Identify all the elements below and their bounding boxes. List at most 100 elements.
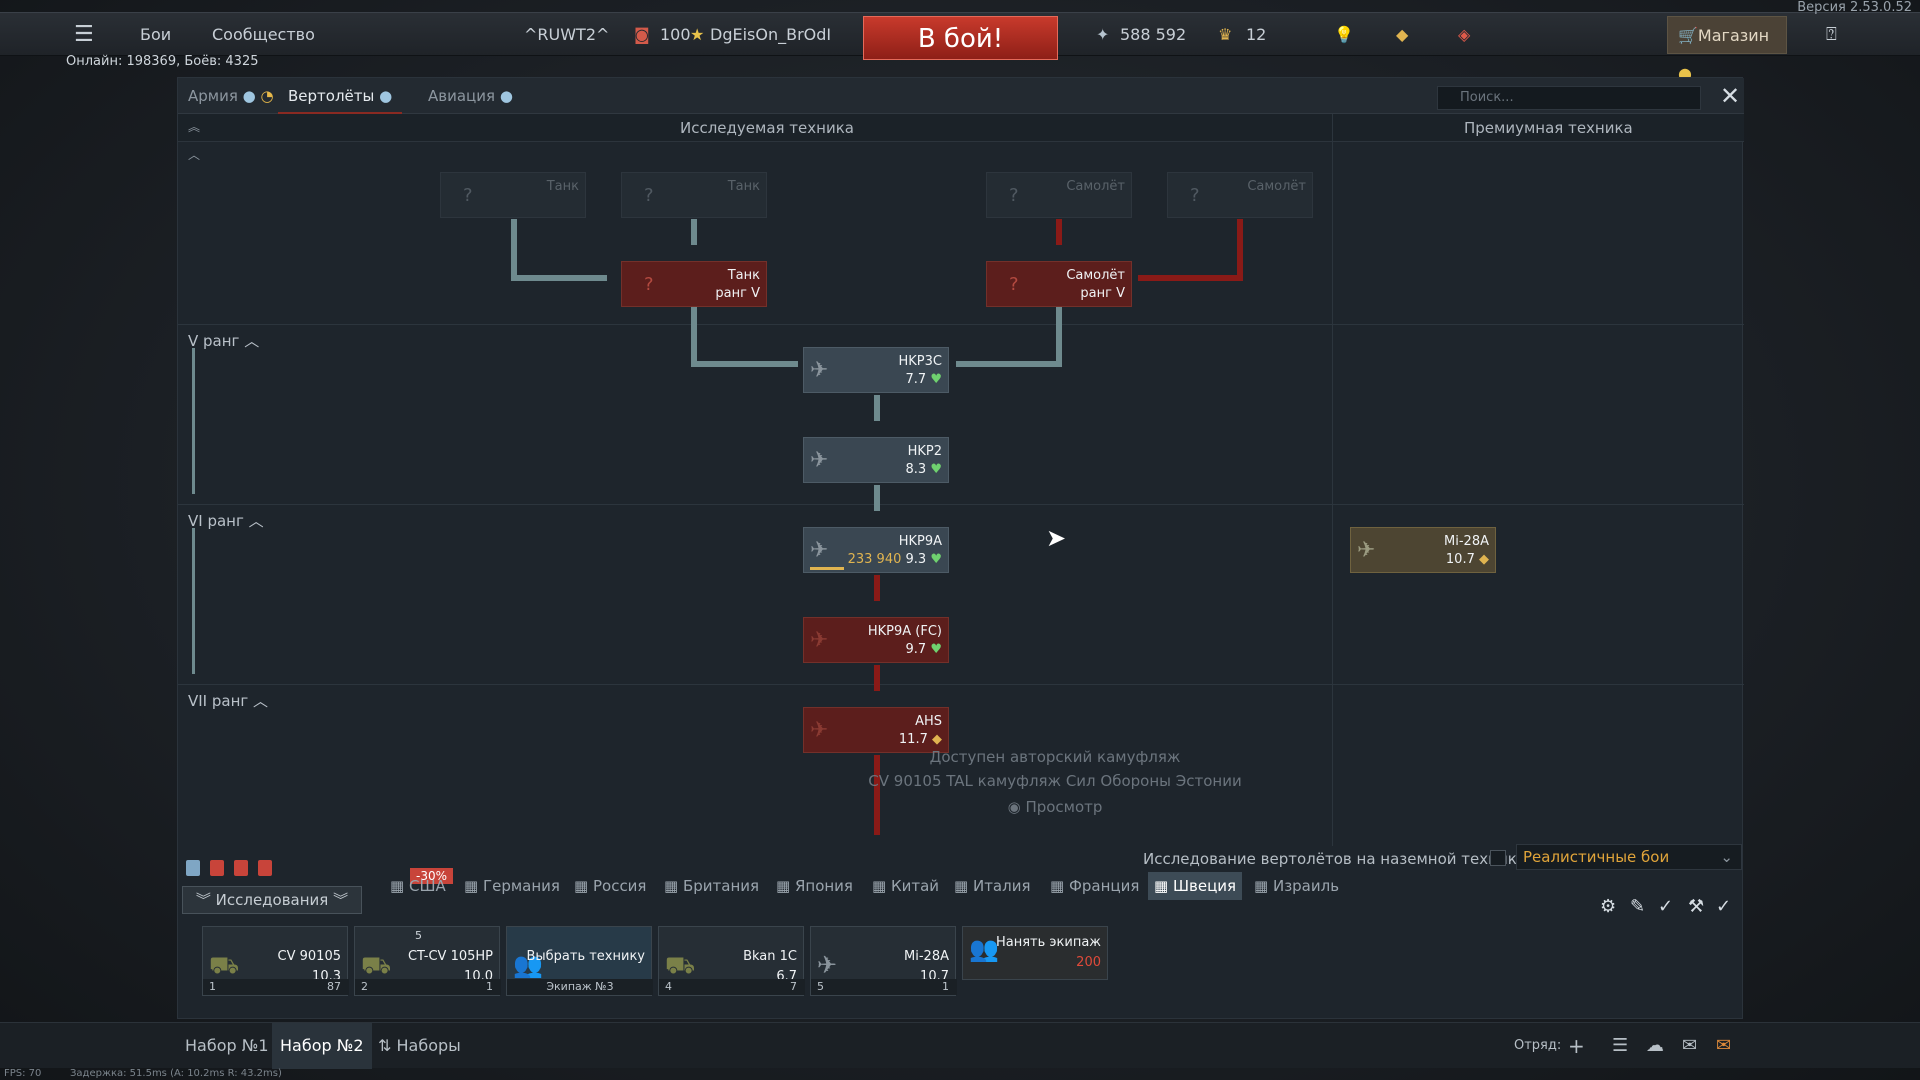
nation-label: Израиль <box>1272 877 1340 895</box>
list-badge-icon <box>234 860 248 876</box>
rank-v-label[interactable]: V ранг ︿ <box>188 332 260 350</box>
link-line <box>691 361 798 367</box>
card-name: HKP9A <box>898 534 942 549</box>
nation-sweden[interactable]: ▦ Швеция <box>1148 872 1243 900</box>
slot-name: Нанять экипаж <box>995 935 1101 950</box>
helicopter-icon: ✈ <box>817 951 838 979</box>
battles-menu[interactable]: Бои <box>140 25 172 44</box>
vehicle-card-hkp9a-fc[interactable]: ✈HKP9A (FC)9.7 ♥ <box>803 617 949 663</box>
chevron-down-icon: ︾ <box>328 891 349 909</box>
helicopter-icon: ✈ <box>1357 538 1376 563</box>
add-icon[interactable]: + <box>1568 1034 1585 1058</box>
nation-israel[interactable]: ▦ Израиль <box>1254 872 1339 900</box>
sort-icon: ⇅ <box>378 1036 397 1055</box>
community-menu[interactable]: Сообщество <box>212 25 315 44</box>
friends-icon[interactable]: ☁ <box>1646 1035 1664 1056</box>
mail-icon[interactable]: ✉ <box>1716 1035 1732 1056</box>
nation-china[interactable]: ▦ Китай <box>872 872 939 900</box>
tab-bar: Армия ● ◔ Вертолёты ● Авиация ● Поиск...… <box>178 78 1744 114</box>
locked-plane-card[interactable]: ?Самолёт <box>986 172 1132 218</box>
eagles-balance[interactable]: 12 <box>1246 25 1267 44</box>
check-icon[interactable]: ✓ <box>1658 896 1674 917</box>
chat-icon[interactable]: ✉ <box>1682 1035 1698 1056</box>
rank-divider <box>178 324 1744 325</box>
list-icon[interactable]: ☰ <box>1612 1035 1629 1056</box>
camo-notice: Доступен авторский камуфляж <box>929 748 1181 766</box>
slot-name: CT-CV 105HP <box>407 949 493 964</box>
camo-view-link[interactable]: ◉ Просмотр <box>795 798 1315 816</box>
avatar-icon[interactable]: ◙ <box>634 25 650 44</box>
locked-tank-card[interactable]: ?Танк <box>621 172 767 218</box>
player-nickname[interactable]: DgEisOn_BrOdI <box>710 25 832 44</box>
mouse-cursor-icon: ➤ <box>1046 524 1067 552</box>
tab-aviation[interactable]: Авиация ● <box>428 78 513 114</box>
rank-vi-label[interactable]: VI ранг ︿ <box>188 512 264 530</box>
tab-helicopters[interactable]: Вертолёты ● <box>278 78 403 114</box>
collapse-all-icon[interactable]: ︽ <box>188 120 201 134</box>
gear-icon[interactable]: ⚙ <box>1600 896 1617 917</box>
repair-icon[interactable]: ⚒ <box>1688 896 1705 917</box>
heli-ground-label: Исследование вертолётов на наземной техн… <box>1143 850 1526 868</box>
flag-germany-icon: ▦ <box>464 877 479 895</box>
help-icon[interactable]: ⍰ <box>1826 24 1837 45</box>
lightbulb-icon[interactable]: 💡 <box>1334 25 1354 44</box>
coupon-icon[interactable]: ◈ <box>1458 25 1471 44</box>
link-line <box>1138 275 1243 281</box>
collapse-icon[interactable]: ︿ <box>188 148 201 162</box>
slot-footer: 4 7 <box>659 979 805 995</box>
tab-army[interactable]: Армия ● ◔ <box>188 78 274 114</box>
preset-1-tab[interactable]: Набор №1 <box>185 1036 269 1055</box>
wrench-icon[interactable]: ✎ <box>1630 896 1646 917</box>
heli-ground-checkbox[interactable] <box>1490 850 1506 866</box>
research-progress <box>810 567 844 570</box>
nation-france[interactable]: ▦ Франция <box>1050 872 1139 900</box>
nation-italy[interactable]: ▦ Италия <box>954 872 1030 900</box>
nation-label: Германия <box>482 877 560 895</box>
nation-usa[interactable]: ▦ США <box>390 872 446 900</box>
tech-tree: ︿ V ранг ︿ VI ранг ︿ VII ранг ︿ ?Танк ?Т… <box>178 142 1744 842</box>
nation-britain[interactable]: ▦ Британия <box>664 872 759 900</box>
locked-plane-card[interactable]: ?Самолёт <box>1167 172 1313 218</box>
tab-aviation-label: Авиация <box>428 87 496 105</box>
shop-button[interactable]: 🛒Магазин ● <box>1667 16 1787 83</box>
search-input[interactable]: Поиск... <box>1437 86 1701 110</box>
research-button[interactable]: ︾ Исследования ︾ <box>182 886 362 914</box>
squad-tag[interactable]: ^RUWT2^ <box>524 25 610 44</box>
rank-vii-label[interactable]: VII ранг ︿ <box>188 692 269 710</box>
helicopter-icon: ✈ <box>810 538 829 563</box>
preset-2-tab[interactable]: Набор №2 <box>272 1023 372 1069</box>
locked-tank-card[interactable]: ?Танк <box>440 172 586 218</box>
crate-icon[interactable]: ◆ <box>1396 25 1409 44</box>
flag-sweden-icon: ▦ <box>1154 877 1169 895</box>
card-br: 8.3 ♥ <box>905 462 942 477</box>
research-window: Армия ● ◔ Вертолёты ● Авиация ● Поиск...… <box>177 77 1744 1019</box>
nation-russia[interactable]: ▦ Россия <box>574 872 646 900</box>
menu-icon[interactable]: ☰ <box>74 22 94 47</box>
card-name: Танк <box>546 179 579 194</box>
check-all-icon[interactable]: ✓ <box>1716 896 1732 917</box>
to-battle-button[interactable]: В бой! <box>863 16 1058 60</box>
nation-germany[interactable]: ▦ Германия <box>464 872 560 900</box>
timer-icon: ◔ <box>260 87 274 105</box>
nation-japan[interactable]: ▦ Япония <box>776 872 853 900</box>
game-mode-select[interactable]: Реалистичные бои⌄ <box>1516 844 1742 870</box>
slot-footer: 5 1 <box>811 979 957 995</box>
nation-label: Швеция <box>1172 877 1237 895</box>
presets-button[interactable]: ⇅ Наборы <box>378 1023 461 1069</box>
silver-balance[interactable]: 588 592 <box>1120 25 1187 44</box>
close-icon[interactable]: ✕ <box>1719 82 1741 110</box>
top-bar: ☰ Бои Сообщество ^RUWT2^ ◙ 100 ★ DgEisOn… <box>0 12 1920 83</box>
